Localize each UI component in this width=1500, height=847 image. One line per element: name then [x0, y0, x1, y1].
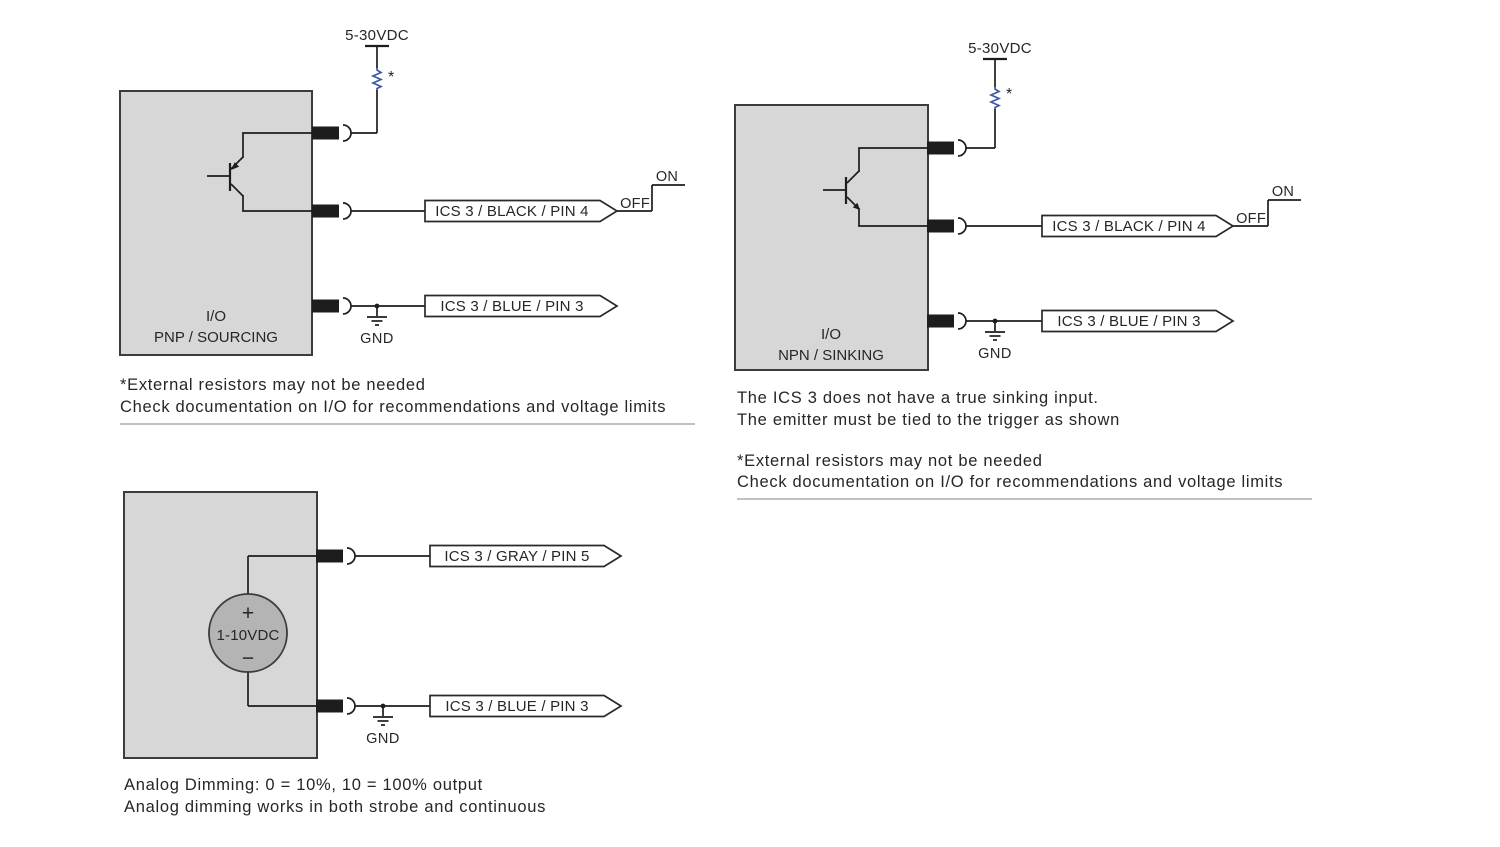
resistor-asterisk: *	[1006, 86, 1012, 103]
box-caption-line2: NPN / SINKING	[778, 347, 884, 364]
gnd-label: GND	[978, 346, 1012, 362]
trigger-line: ICS 3 / BLACK / PIN 4 OFF ON	[966, 184, 1301, 238]
box-caption-line1: I/O	[821, 326, 841, 343]
connector-pins	[316, 547, 356, 715]
note-line: Check documentation on I/O for recommend…	[737, 473, 1283, 491]
note-line: The ICS 3 does not have a true sinking i…	[737, 389, 1099, 407]
trigger-wire-flag	[1041, 214, 1235, 238]
pnp-sourcing-diagram: 5-30VDC * ICS 3 / BLACK / PIN 4 OFF ON	[119, 27, 695, 425]
gnd-label: GND	[360, 331, 394, 347]
box-caption-line2: PNP / SOURCING	[154, 329, 278, 346]
source-plus-sign: +	[242, 602, 254, 625]
ground-symbol-icon	[373, 706, 393, 726]
supply-branch: 5-30VDC *	[345, 27, 409, 134]
ground-flag-label: ICS 3 / BLUE / PIN 3	[1057, 313, 1200, 330]
source-minus-sign: −	[242, 647, 254, 670]
npn-sinking-diagram: 5-30VDC * ICS 3 / BLACK / PIN 4 OFF ON	[734, 40, 1312, 500]
resistor-icon	[988, 87, 1002, 109]
voltage-source-symbol: + 1-10VDC −	[208, 555, 316, 707]
supply-branch: 5-30VDC *	[966, 40, 1032, 149]
trigger-line: ICS 3 / BLACK / PIN 4 OFF ON	[351, 169, 685, 223]
note-line: Analog dimming works in both strobe and …	[124, 798, 546, 816]
note-line: The emitter must be tied to the trigger …	[737, 411, 1120, 429]
ground-flag-label: ICS 3 / BLUE / PIN 3	[440, 298, 583, 315]
ground-symbol-icon	[985, 321, 1005, 341]
waveform-off-label: OFF	[620, 196, 650, 212]
waveform-on-label: ON	[1272, 184, 1294, 200]
waveform-on-label: ON	[656, 169, 678, 185]
trigger-flag-label: ICS 3 / BLACK / PIN 4	[1052, 218, 1205, 235]
io-device-box	[119, 90, 313, 356]
pnp-emitter-arrow-icon	[231, 162, 240, 170]
supply-voltage-label: 5-30VDC	[345, 27, 409, 44]
box-caption-line1: I/O	[206, 308, 226, 325]
on-off-waveform-icon: OFF ON	[617, 169, 685, 212]
resistor-icon	[370, 68, 384, 90]
pnp-transistor-symbol	[207, 132, 313, 212]
voltage-source-circle	[208, 593, 288, 673]
resistor-asterisk: *	[388, 69, 394, 86]
npn-transistor-symbol	[823, 147, 929, 227]
source-voltage-label: 1-10VDC	[216, 627, 279, 644]
note-line: Analog Dimming: 0 = 10%, 10 = 100% outpu…	[124, 776, 483, 794]
ground-flag-label: ICS 3 / BLUE / PIN 3	[445, 698, 588, 715]
supply-voltage-label: 5-30VDC	[968, 40, 1032, 57]
ground-wire-flag	[424, 294, 619, 318]
ground-symbol-icon	[367, 306, 387, 326]
analog-dimming-diagram: + 1-10VDC − ICS 3 / GRAY / PIN 5	[123, 491, 623, 816]
connector-pins	[927, 139, 967, 330]
ground-wire-flag	[429, 694, 623, 718]
on-off-waveform-icon: OFF ON	[1233, 184, 1301, 227]
io-device-box	[734, 104, 929, 371]
trigger-wire-flag	[424, 199, 619, 223]
ground-line: GND ICS 3 / BLUE / PIN 3	[355, 694, 623, 747]
ground-wire-flag	[1041, 309, 1235, 333]
dimming-flag-label: ICS 3 / GRAY / PIN 5	[444, 548, 589, 565]
note-line: Check documentation on I/O for recommend…	[120, 398, 666, 416]
trigger-flag-label: ICS 3 / BLACK / PIN 4	[435, 203, 588, 220]
connector-pins	[312, 124, 352, 315]
note-line: *External resistors may not be needed	[120, 376, 426, 394]
waveform-off-label: OFF	[1236, 211, 1266, 227]
ground-line: GND ICS 3 / BLUE / PIN 3	[351, 294, 619, 347]
gnd-label: GND	[366, 731, 400, 747]
note-line: *External resistors may not be needed	[737, 452, 1043, 470]
ground-line: GND ICS 3 / BLUE / PIN 3	[966, 309, 1235, 362]
dimming-wire-flag	[429, 544, 623, 568]
dimming-line: ICS 3 / GRAY / PIN 5	[355, 544, 623, 568]
